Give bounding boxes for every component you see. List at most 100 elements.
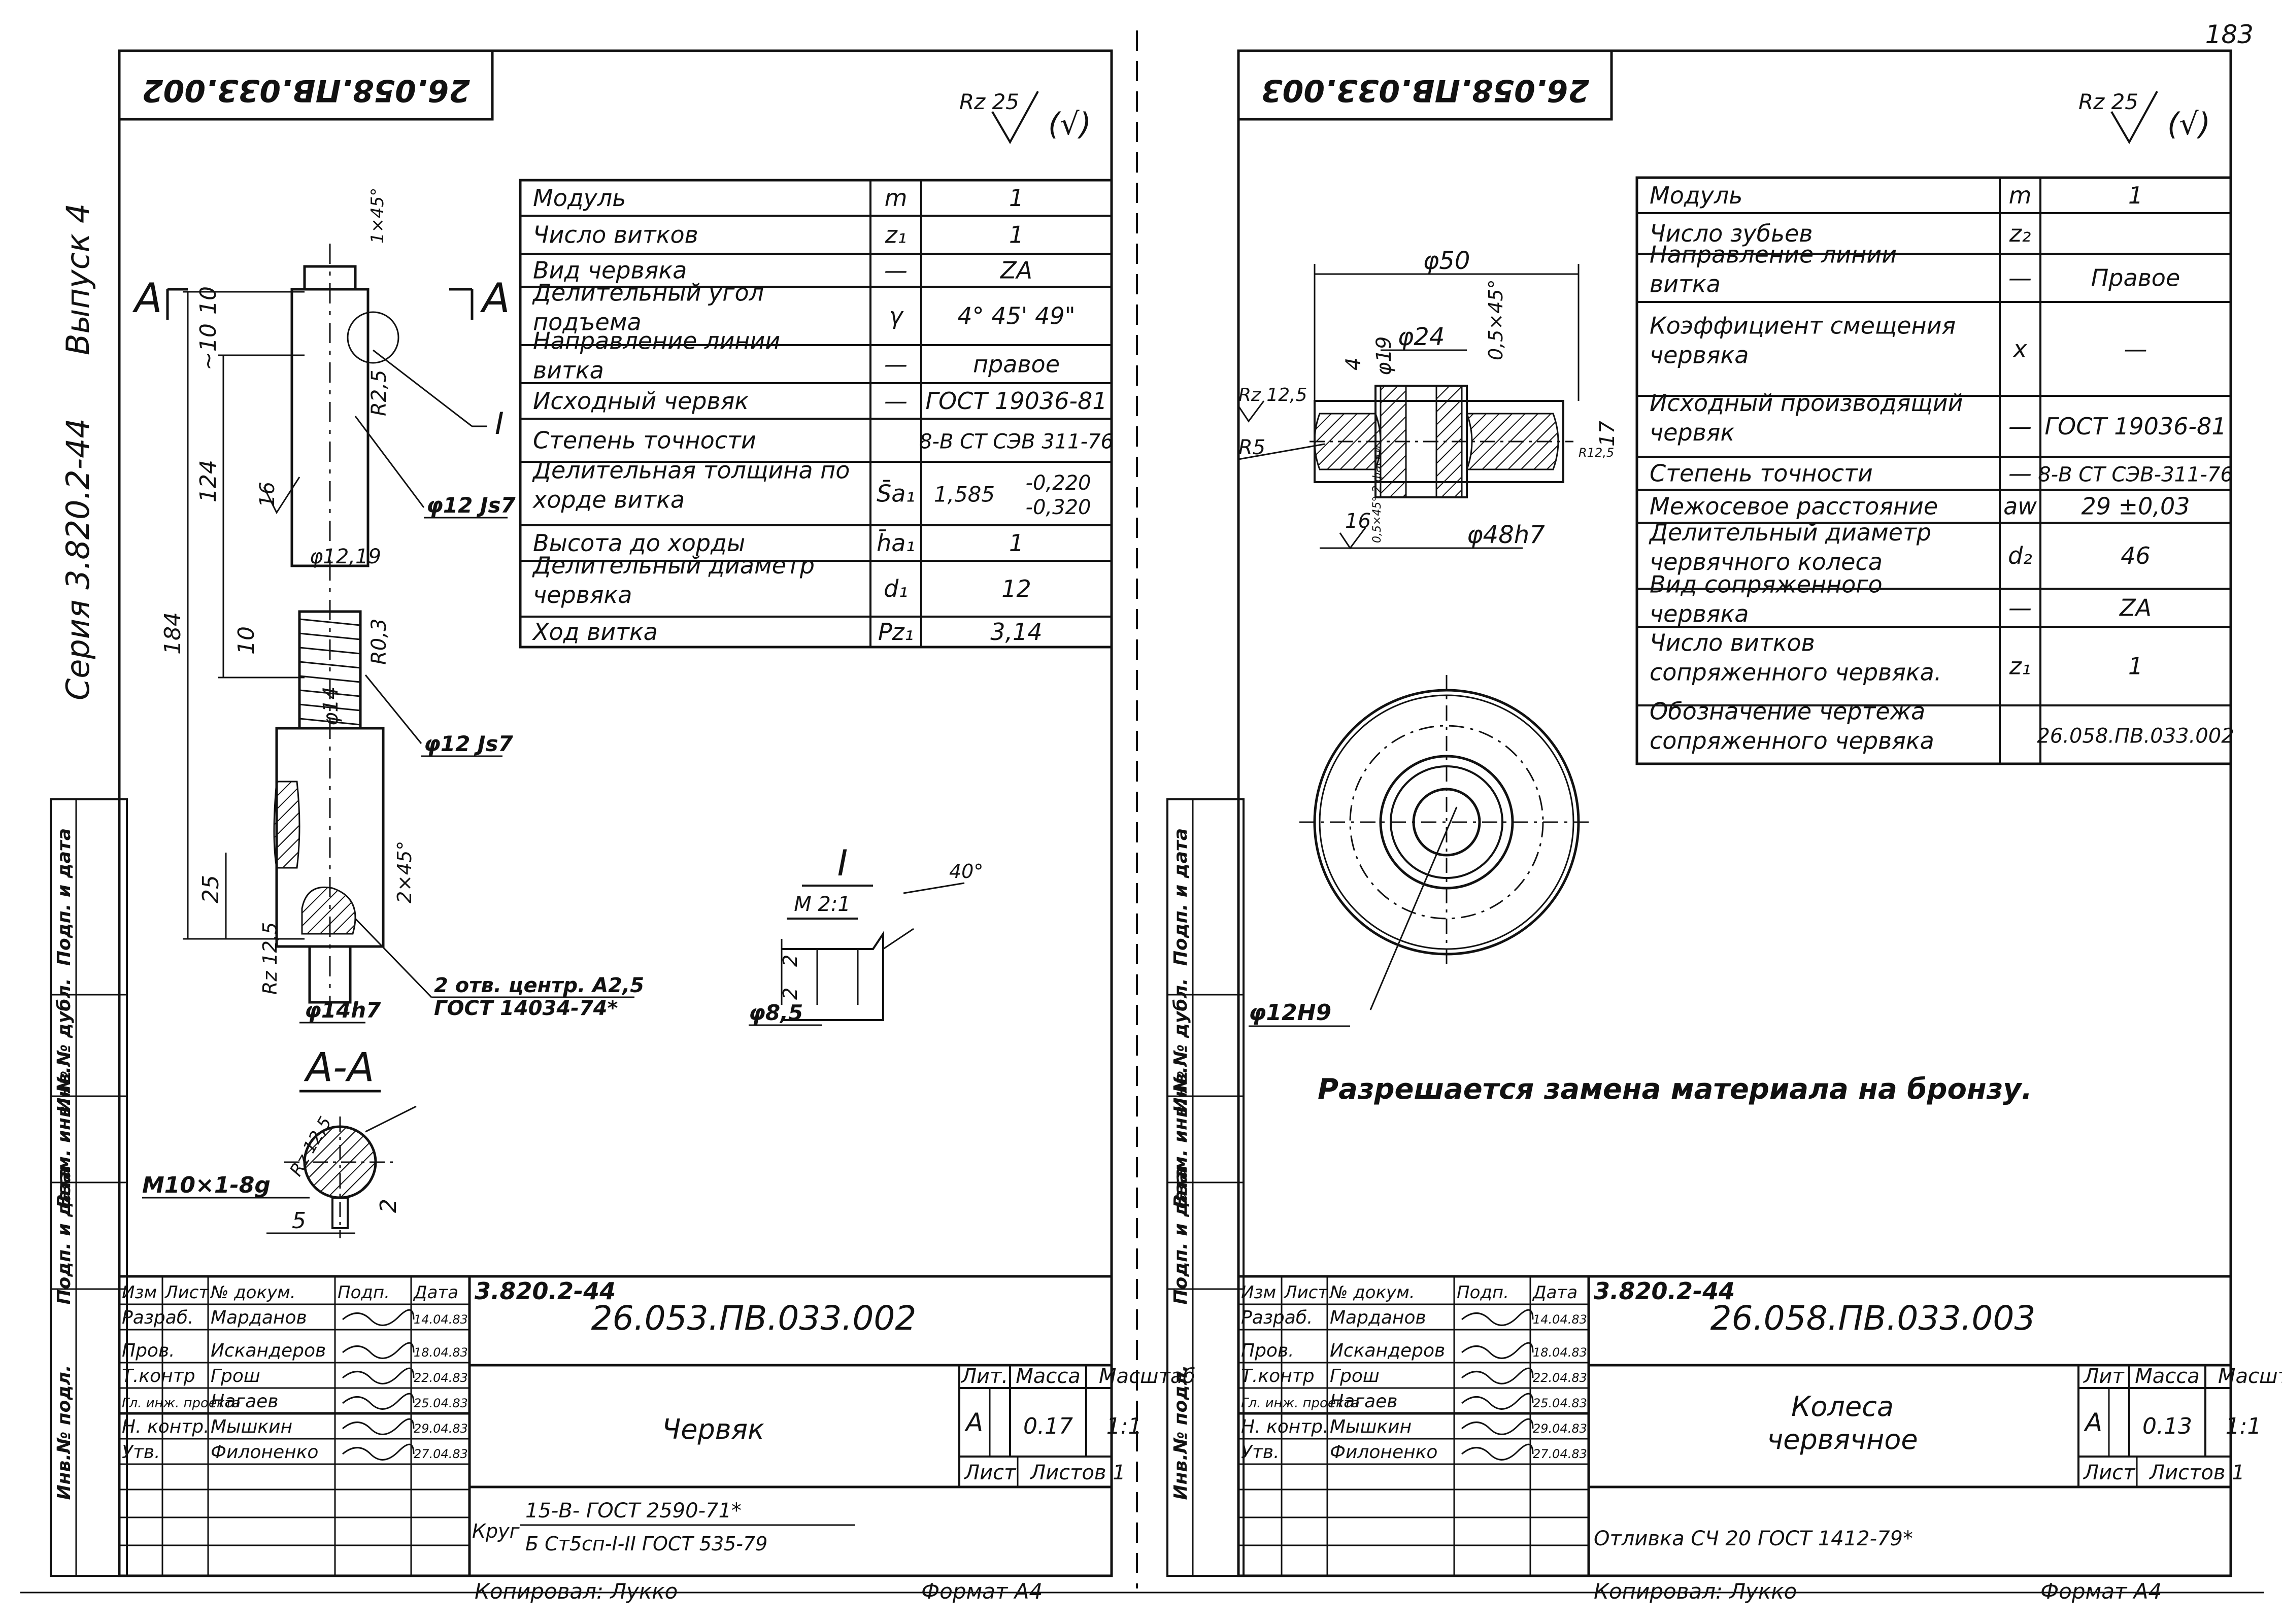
dim-r12-5: R12,5 — [1579, 446, 1614, 460]
param-value: 4° 45' 49" — [957, 302, 1075, 330]
left-title-block: 3.820.2-4426.053.ПВ.033.002ЧервякЛит.Мас… — [118, 1275, 1195, 1577]
right-title-block: 3.820.2-4426.058.ПВ.033.003Колесачервячн… — [1237, 1275, 2282, 1577]
param-tolerance-upper: -0,220 — [1026, 471, 1091, 495]
param-label: Ход витка — [532, 618, 658, 646]
right-roughness: Rz 25(√) — [2078, 89, 2210, 145]
param-row: Вид червяка—ZA — [533, 257, 1032, 284]
issue-label: Выпуск 4 — [59, 204, 96, 355]
person-name: Грош — [1330, 1366, 1380, 1386]
role: Т.контр — [122, 1366, 195, 1386]
material-line-2: Б Ст5сп-I-II ГОСТ 535-79 — [525, 1533, 767, 1555]
part-name-line-1: Колеса — [1791, 1391, 1894, 1423]
mass-value: 0.13 — [2142, 1413, 2192, 1439]
margin-stamp-label: Взам. инв. № — [54, 1071, 75, 1208]
param-symbol: aw — [2003, 493, 2037, 520]
lit-label: Лит — [2083, 1365, 2125, 1388]
col-label: № докум. — [1329, 1282, 1415, 1303]
param-symbol: — — [884, 351, 908, 378]
lit-value: А — [2084, 1408, 2102, 1437]
material-line-1: 15-В- ГОСТ 2590-71* — [525, 1499, 742, 1522]
date: 29.04.83 — [414, 1422, 468, 1436]
date: 18.04.83 — [1533, 1345, 1587, 1360]
section-title: А-А — [304, 1045, 375, 1091]
detail-angle: 40° — [949, 860, 983, 883]
param-value: 8-В СТ СЭВ 311-76 — [919, 430, 1114, 454]
lit-label: Лит. — [960, 1365, 1008, 1388]
sheets-label: Листов 1 — [2149, 1461, 2245, 1484]
param-value: 3,14 — [990, 618, 1042, 646]
mass-label: Масса — [2135, 1365, 2200, 1388]
param-label: Высота до хорды — [533, 529, 745, 557]
dim-r25: R2,5 — [367, 370, 391, 416]
series-code: 3.820.2-44 — [1594, 1277, 1735, 1305]
left-margin: Серия 3.820.2-44 Выпуск 4 — [59, 204, 96, 700]
role: Разраб. — [122, 1307, 193, 1328]
page-number: 183 — [2205, 20, 2254, 49]
right-stamp: 26.058.ПВ.033.003 — [1237, 49, 1613, 121]
role: Утв. — [1241, 1442, 1280, 1463]
dim-phi48h7: φ48h7 — [1467, 521, 1545, 549]
dim-phi24: φ24 — [1398, 323, 1445, 351]
col-label: Дата — [413, 1282, 458, 1303]
mass-label: Масса — [1016, 1365, 1081, 1388]
sheet-label: Лист — [963, 1461, 1017, 1484]
format: Формат А4 — [921, 1579, 1043, 1604]
param-value: ZA — [999, 257, 1032, 284]
margin-stamp-label: Инв.№ дубл. — [54, 978, 75, 1112]
param-symbol: Pz₁ — [878, 618, 914, 646]
center-hole-std: ГОСТ 14034-74* — [434, 997, 618, 1020]
material-prefix: Круг — [472, 1520, 520, 1542]
param-symbol: m — [2009, 182, 2032, 209]
person-name: Нагаев — [1330, 1391, 1397, 1412]
roughness-rz: Rz 12,5 — [1238, 385, 1307, 405]
series-label: Серия 3.820.2-44 — [59, 418, 96, 700]
detail-title: I — [837, 842, 848, 884]
param-label: Модуль — [533, 184, 626, 212]
param-row: Исходный червяк—ГОСТ 19036-81 — [533, 387, 1108, 415]
dim-16: 16 — [1345, 510, 1371, 533]
param-value: 8-В СТ СЭВ-311-76 — [2038, 463, 2233, 487]
dim-phi19: φ19 — [1372, 336, 1396, 376]
date: 25.04.83 — [414, 1396, 468, 1410]
role: Гл. инж. проекта — [122, 1396, 241, 1411]
col-label: Подп. — [1457, 1282, 1509, 1303]
part-name: Червяк — [662, 1413, 764, 1445]
detail-phi: φ8,5 — [749, 1000, 803, 1025]
param-symbol: d₁ — [884, 575, 908, 602]
date: 22.04.83 — [414, 1371, 468, 1385]
param-value: — — [2124, 335, 2147, 363]
dim-chamfer: 1×45° — [367, 188, 388, 244]
series-code: 3.820.2-44 — [475, 1277, 616, 1305]
param-value: 29 ±0,03 — [2081, 493, 2190, 520]
dim-124: 124 — [195, 460, 221, 502]
roughness-value: Rz 25 — [2078, 89, 2138, 114]
param-value: 1 — [1009, 221, 1024, 249]
roughness-rz12-5: Rz 12,5 — [259, 922, 281, 995]
date: 25.04.83 — [1533, 1396, 1587, 1410]
date: 29.04.83 — [1533, 1422, 1587, 1436]
col-label: Лист — [1283, 1282, 1328, 1303]
section-marker: A — [480, 275, 510, 322]
detail-callout: I — [495, 406, 504, 442]
section-dim-2: 2 — [376, 1199, 401, 1213]
